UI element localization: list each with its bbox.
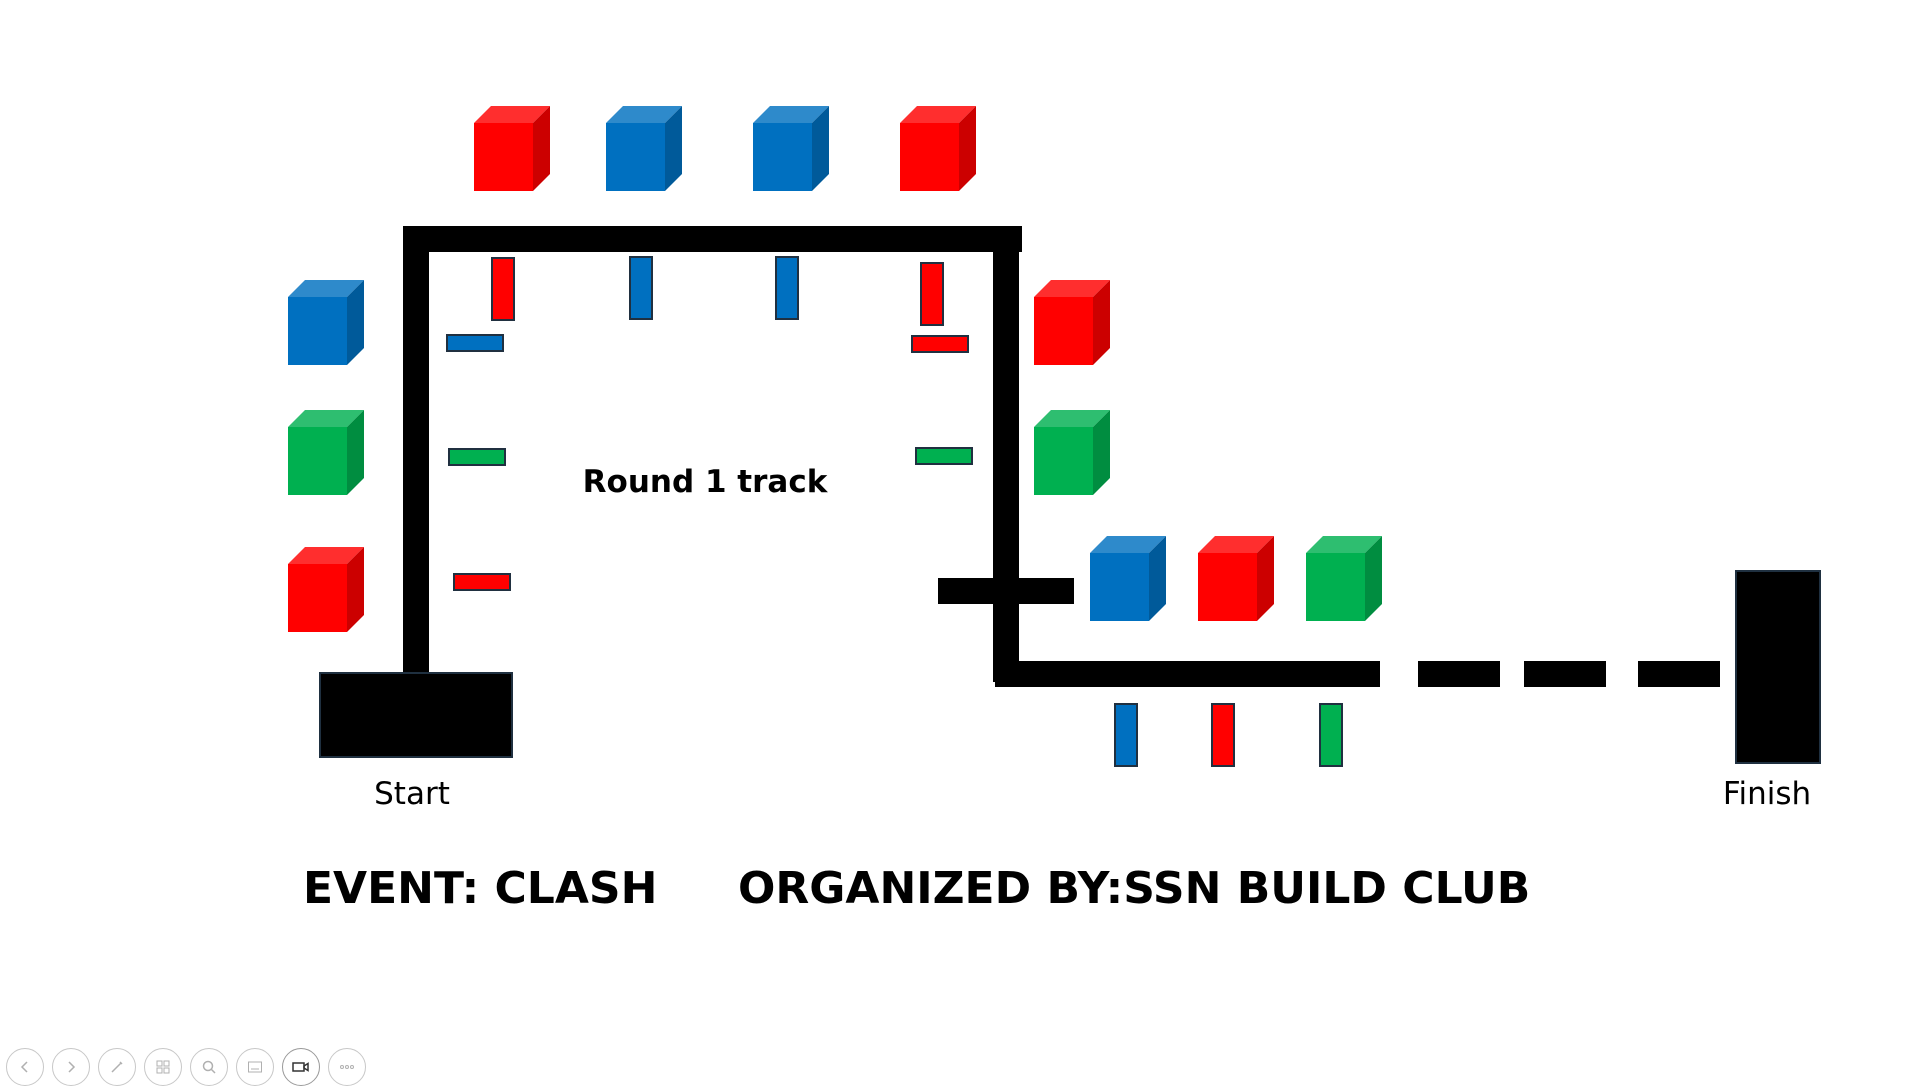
red-marker — [1211, 703, 1235, 767]
green-marker — [448, 448, 506, 466]
markers-layer — [446, 256, 1343, 767]
red-marker — [491, 257, 515, 321]
green-cube — [1034, 410, 1110, 495]
start-label: Start — [374, 776, 450, 812]
green-cube — [1306, 536, 1382, 621]
track-bottom-segment — [995, 661, 1380, 687]
pen-button[interactable] — [98, 1048, 136, 1086]
track-dash — [1418, 661, 1500, 687]
green-cube — [288, 410, 364, 495]
track-dash — [1524, 661, 1606, 687]
blue-cube — [606, 106, 682, 191]
zoom-button[interactable] — [190, 1048, 228, 1086]
finish-label: Finish — [1723, 776, 1811, 812]
blue-cube — [1090, 536, 1166, 621]
start-block — [319, 672, 513, 758]
track-dash — [1638, 661, 1720, 687]
event-title: EVENT: CLASH — [303, 863, 657, 914]
green-marker — [1319, 703, 1343, 767]
blue-marker — [775, 256, 799, 320]
next-slide-icon — [68, 1061, 76, 1073]
next-slide-button[interactable] — [52, 1048, 90, 1086]
zoom-icon — [202, 1060, 216, 1074]
more-options-icon — [340, 1065, 354, 1069]
red-cube — [1198, 536, 1274, 621]
subtitles-icon — [248, 1061, 262, 1073]
red-cube — [1034, 280, 1110, 365]
blue-marker — [446, 334, 504, 352]
more-options-button[interactable] — [328, 1048, 366, 1086]
red-cube — [288, 547, 364, 632]
subtitles-button[interactable] — [236, 1048, 274, 1086]
blue-cube — [753, 106, 829, 191]
track-left-segment — [403, 226, 429, 676]
previous-slide-button[interactable] — [6, 1048, 44, 1086]
track-title: Round 1 track — [583, 464, 829, 500]
track-checkpoint-bar — [938, 578, 1074, 604]
red-cube — [900, 106, 976, 191]
red-cube — [474, 106, 550, 191]
previous-slide-icon — [20, 1061, 28, 1073]
slideshow-toolbar — [6, 1048, 366, 1088]
red-marker — [920, 262, 944, 326]
slides-grid-button[interactable] — [144, 1048, 182, 1086]
blue-marker — [1114, 703, 1138, 767]
red-marker — [453, 573, 511, 591]
track-top-segment — [403, 226, 1022, 252]
organizer-title: ORGANIZED BY:SSN BUILD CLUB — [738, 863, 1530, 914]
slides-grid-icon — [156, 1060, 170, 1074]
track-right-segment — [993, 226, 1019, 682]
cubes-layer — [288, 106, 1382, 632]
blue-marker — [629, 256, 653, 320]
camera-button[interactable] — [282, 1048, 320, 1086]
pen-icon — [111, 1061, 123, 1073]
camera-icon — [292, 1062, 309, 1072]
track-lines — [319, 226, 1821, 764]
blue-cube — [288, 280, 364, 365]
green-marker — [915, 447, 973, 465]
red-marker — [911, 335, 969, 353]
finish-block — [1735, 570, 1821, 764]
